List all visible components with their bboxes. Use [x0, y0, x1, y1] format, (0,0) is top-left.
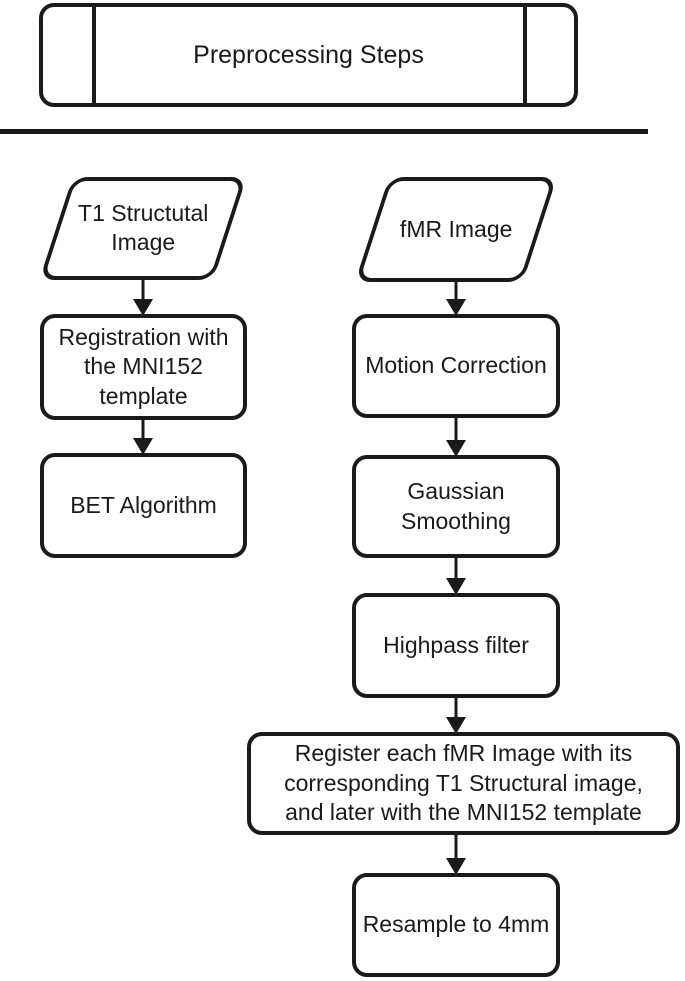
node-fmr-input: fMR Image [354, 177, 558, 282]
arrow-line [141, 418, 145, 442]
flow-arrow-t1-to-registration [132, 278, 154, 316]
node-bet-algorithm: BET Algorithm [40, 453, 247, 558]
node-label: Highpass filter [383, 631, 529, 658]
flow-arrow-highpass-to-register [445, 696, 467, 734]
node-label: T1 Structutal Image [77, 200, 209, 256]
node-register-fmr-t1-mni152: Register each fMR Image with its corresp… [247, 732, 680, 835]
arrow-head-icon [133, 438, 153, 455]
flow-arrow-registration-to-bet [132, 418, 154, 455]
arrow-line [454, 280, 458, 303]
node-highpass-filter: Highpass filter [352, 593, 560, 698]
node-label: Registration with the MNI152 template [58, 323, 229, 409]
flow-arrow-motion-to-gaussian [445, 416, 467, 457]
title-right-bar [523, 7, 527, 103]
arrow-line [454, 696, 458, 721]
node-t1-structural-input: T1 Structutal Image [39, 177, 247, 280]
node-label: fMR Image [399, 215, 513, 242]
arrow-line [454, 833, 458, 862]
flow-arrow-gaussian-to-highpass [445, 556, 467, 595]
node-label: Register each fMR Image with its corresp… [284, 740, 643, 826]
diagram-title: Preprocessing Steps [193, 41, 424, 69]
node-registration-mni152: Registration with the MNI152 template [40, 314, 247, 420]
arrow-head-icon [446, 299, 466, 316]
node-label: Motion Correction [365, 352, 547, 379]
arrow-line [454, 416, 458, 444]
flow-arrow-fmr-to-motion [445, 280, 467, 316]
arrow-head-icon [446, 578, 466, 595]
node-motion-correction: Motion Correction [352, 314, 560, 418]
arrow-head-icon [446, 858, 466, 875]
arrow-line [141, 278, 145, 303]
node-label: BET Algorithm [70, 491, 217, 518]
title-box: Preprocessing Steps [39, 3, 578, 107]
node-gaussian-smoothing: Gaussian Smoothing [352, 455, 560, 558]
arrow-head-icon [446, 440, 466, 457]
node-label: Gaussian Smoothing [401, 478, 511, 534]
arrow-head-icon [133, 299, 153, 316]
node-label: Resample to 4mm [362, 911, 550, 938]
arrow-head-icon [446, 717, 466, 734]
node-resample-4mm: Resample to 4mm [352, 873, 560, 977]
section-divider [0, 129, 648, 134]
arrow-line [454, 556, 458, 582]
flow-arrow-register-to-resample [445, 833, 467, 875]
title-left-bar [92, 7, 96, 103]
